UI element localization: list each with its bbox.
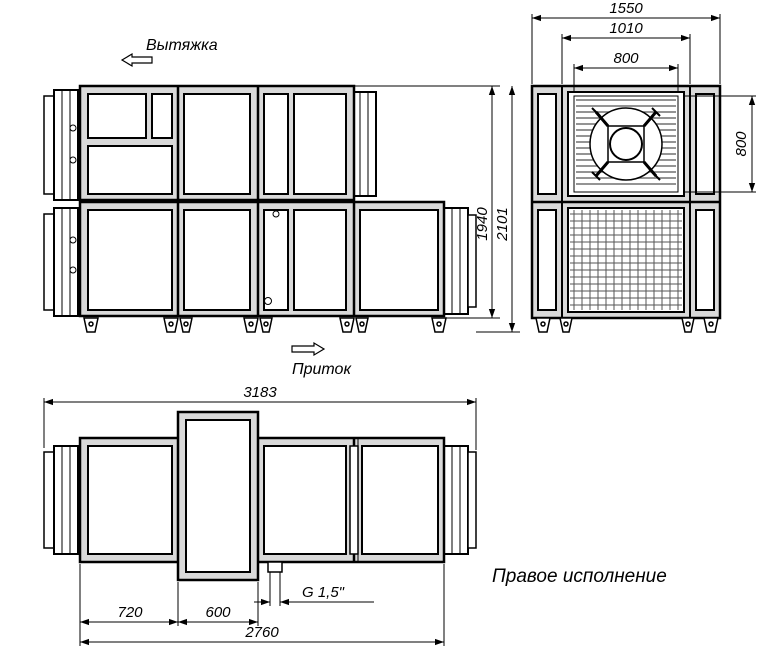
side-view <box>530 14 756 333</box>
drain-size-label: G 1,5" <box>302 584 345 601</box>
section-600-label: 600 <box>205 604 231 621</box>
supply-duct-connector-left <box>43 207 79 317</box>
exhaust-label: Вытяжка <box>146 37 218 54</box>
length-3183-label: 3183 <box>243 384 277 401</box>
height-dimensions <box>354 85 520 333</box>
filter-mesh <box>567 207 685 313</box>
plan-dimensions <box>43 398 477 646</box>
fan-width-800-label: 800 <box>613 50 639 67</box>
section-720-label: 720 <box>117 604 143 621</box>
front-view <box>43 84 520 333</box>
plan-view <box>43 398 477 646</box>
depth-1010-label: 1010 <box>609 20 643 37</box>
side-dimensions <box>531 14 756 193</box>
supply-duct-connector-right <box>443 207 477 315</box>
exhaust-duct-connector-right <box>351 91 377 197</box>
lower-housing <box>78 200 446 318</box>
height-2101-label: 2101 <box>494 207 511 241</box>
fan-grille <box>567 91 685 197</box>
side-support-feet <box>535 317 719 333</box>
height-1940-label: 1940 <box>474 207 491 241</box>
depth-1550-label: 1550 <box>609 0 643 17</box>
version-note: Правое исполнение <box>492 566 667 587</box>
supply-label: Приток <box>292 361 352 378</box>
exhaust-arrow-icon <box>120 52 153 68</box>
upper-housing <box>78 84 356 202</box>
support-feet <box>83 317 447 333</box>
supply-arrow-icon <box>291 341 326 357</box>
length-2760-label: 2760 <box>244 624 279 641</box>
exhaust-duct-connector <box>43 89 79 201</box>
fan-height-800-label: 800 <box>733 131 750 157</box>
